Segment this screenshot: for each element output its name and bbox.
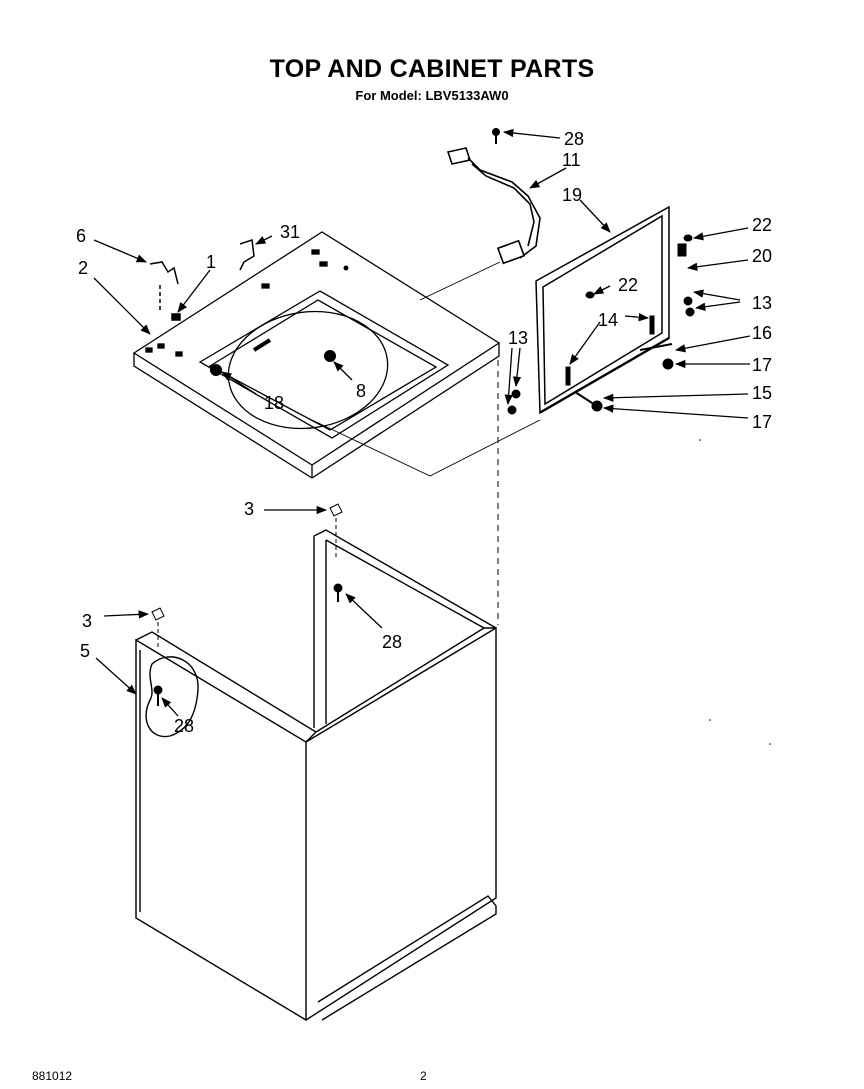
lid-assembly bbox=[535, 205, 670, 415]
print-specks bbox=[699, 439, 771, 745]
part-18-hinge-pin bbox=[210, 364, 222, 376]
callout-17-foot-upper: 17 bbox=[752, 355, 772, 375]
callout-15-hinge-rod: 15 bbox=[752, 383, 772, 403]
part-3-clip-upper bbox=[329, 503, 343, 517]
callout-28-screw-rear: 28 bbox=[382, 632, 402, 652]
model-subtitle: For Model: LBV5133AW0 bbox=[355, 88, 509, 103]
callout-3-clip-upper: 3 bbox=[244, 499, 254, 519]
part-13-screw-b bbox=[685, 307, 695, 317]
part-6-clip bbox=[149, 261, 179, 285]
callout-3-clip-lower: 3 bbox=[82, 611, 92, 631]
document-number: 881012 bbox=[32, 1069, 73, 1083]
part-31-bracket bbox=[239, 238, 255, 271]
callout-20-hinge-stop: 20 bbox=[752, 246, 772, 266]
part-15-hinge-rod bbox=[574, 391, 601, 409]
part-8-agitator-cap bbox=[324, 350, 336, 362]
callout-5-cabinet: 5 bbox=[80, 641, 90, 661]
callout-31-bracket: 31 bbox=[280, 222, 300, 242]
page-title: TOP AND CABINET PARTS bbox=[269, 55, 595, 83]
callout-8-agitator-cap: 8 bbox=[356, 381, 366, 401]
part-16-lid-rod bbox=[639, 343, 673, 351]
page-number: 2 bbox=[420, 1069, 427, 1083]
callout-6-clip: 6 bbox=[76, 226, 86, 246]
part-17-foot-a bbox=[662, 358, 674, 370]
part-3-clip-lower bbox=[151, 607, 165, 621]
lid-switch-harness bbox=[446, 147, 541, 265]
part-28-screw-top bbox=[492, 128, 500, 136]
callout-28-screw-top: 28 bbox=[564, 129, 584, 149]
callout-13-screws-right: 13 bbox=[752, 293, 772, 313]
part-20-hinge-stop bbox=[677, 243, 687, 257]
top-panel bbox=[132, 231, 541, 625]
part-13-screw-a bbox=[683, 296, 693, 306]
part-22-bumper-b bbox=[585, 291, 595, 299]
callout-19-lid: 19 bbox=[562, 185, 582, 205]
callout-22-bumper-lower: 22 bbox=[618, 275, 638, 295]
part-22-bumper-a bbox=[683, 234, 693, 242]
top-left-hardware bbox=[149, 238, 255, 321]
callout-17-foot-lower: 17 bbox=[752, 412, 772, 432]
callout-1-fastener: 1 bbox=[206, 252, 216, 272]
part-28-screw-rear bbox=[333, 583, 343, 593]
part-14-hinge-right bbox=[649, 315, 655, 335]
leader-lines bbox=[93, 128, 751, 717]
part-14-hinge-left bbox=[565, 366, 571, 386]
part-13-screw-c bbox=[511, 389, 521, 399]
callout-2-top-panel: 2 bbox=[78, 258, 88, 278]
callout-16-lid-rod: 16 bbox=[752, 323, 772, 343]
part-13-screw-d bbox=[507, 405, 517, 415]
callout-28-screw-front: 28 bbox=[174, 716, 194, 736]
part-28-screw-front bbox=[153, 685, 163, 695]
cabinet bbox=[135, 529, 497, 1022]
callout-11-lid-switch: 11 bbox=[562, 150, 581, 170]
callout-18-hinge-pin: 18 bbox=[264, 393, 284, 413]
callout-14-hinge: 14 bbox=[598, 310, 618, 330]
callout-labels: 28 11 19 22 20 6 31 2 1 22 13 14 16 13 8… bbox=[76, 129, 772, 736]
cabinet-hardware bbox=[151, 503, 343, 706]
part-1-fastener bbox=[171, 313, 181, 321]
callout-22-bumper-upper: 22 bbox=[752, 215, 772, 235]
callout-13-screws-left: 13 bbox=[508, 328, 528, 348]
